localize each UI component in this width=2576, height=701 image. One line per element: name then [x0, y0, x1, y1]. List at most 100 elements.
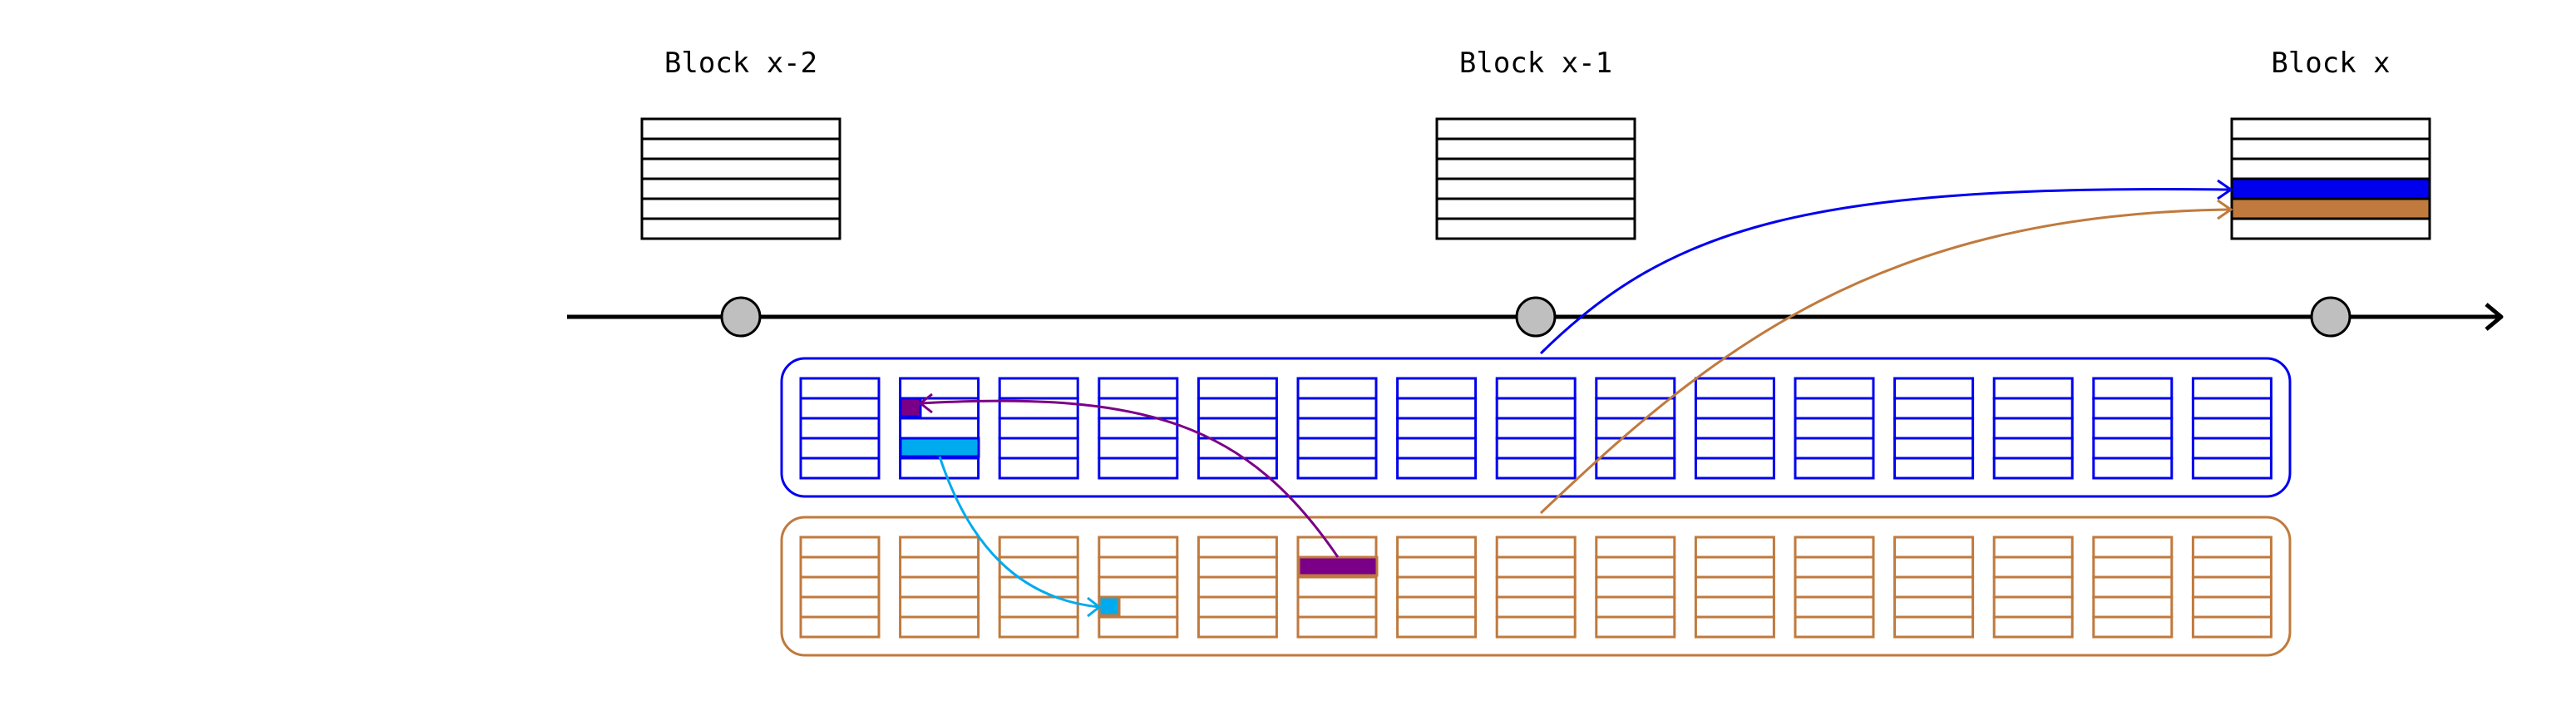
- block-row: [2230, 117, 2431, 141]
- column-row: [2092, 377, 2174, 400]
- column-row: [1098, 536, 1179, 559]
- column-row: [1595, 595, 1676, 619]
- column-row: [2191, 536, 2273, 559]
- brown-group-container: [780, 516, 2292, 657]
- column-row: [1992, 555, 2074, 579]
- column-row: [1396, 615, 1478, 639]
- block-row: [2230, 157, 2431, 180]
- column-row: [1197, 457, 1278, 480]
- column-row: [1992, 536, 2074, 559]
- column-row: [1296, 575, 1378, 599]
- column-row: [1595, 615, 1676, 639]
- column-row: [2092, 457, 2174, 480]
- column-row: [998, 615, 1079, 639]
- blue-arrow-head: [2217, 179, 2233, 200]
- column-row: [2191, 377, 2273, 400]
- block-x-2-table: [640, 117, 841, 240]
- column-row: [2191, 555, 2273, 579]
- column-row: [799, 417, 881, 440]
- column-row: [1992, 397, 2074, 420]
- column-row: [2191, 457, 2273, 480]
- column-row: [2191, 397, 2273, 420]
- group-column: [899, 377, 980, 480]
- block-row: [1435, 157, 1636, 180]
- brown-arrow-to-block-x: [1539, 208, 2229, 515]
- group-column: [2092, 536, 2174, 639]
- column-row: [1197, 536, 1278, 559]
- column-row: [1098, 575, 1179, 599]
- column-row: [799, 536, 881, 559]
- column-row: [899, 536, 980, 559]
- group-column: [1595, 377, 1676, 480]
- column-row: [1296, 377, 1378, 400]
- column-row: [1098, 437, 1179, 460]
- block-title-x-1: Block x-1: [1459, 47, 1612, 80]
- column-row: [1694, 377, 1775, 400]
- column-row: [1396, 377, 1478, 400]
- column-row: [1197, 575, 1278, 599]
- column-row: [998, 437, 1079, 460]
- column-row: [998, 457, 1079, 480]
- column-row: [1893, 536, 1975, 559]
- column-row: [2092, 437, 2174, 460]
- group-column: [799, 536, 881, 639]
- column-row: [1694, 417, 1775, 440]
- column-row: [1495, 536, 1577, 559]
- column-row: [899, 575, 980, 599]
- group-column: [1992, 377, 2074, 480]
- column-row: [1396, 536, 1478, 559]
- column-row: [1893, 437, 1975, 460]
- column-row: [799, 377, 881, 400]
- column-row: [1495, 575, 1577, 599]
- column-row: [1794, 457, 1875, 480]
- column-row: [1694, 615, 1775, 639]
- column-row: [998, 377, 1079, 400]
- column-row: [1495, 595, 1577, 619]
- column-row: [899, 595, 980, 619]
- group-column: [998, 377, 1079, 480]
- column-row: [1098, 555, 1179, 579]
- timeline-node-block-x-1: [1515, 296, 1557, 338]
- group-column: [1694, 377, 1775, 480]
- column-row: [1595, 555, 1676, 579]
- column-row: [1495, 457, 1577, 480]
- group-column: [899, 536, 980, 639]
- timeline-node-block-x: [2310, 296, 2351, 338]
- column-row: [1794, 615, 1875, 639]
- block-row: [1435, 197, 1636, 220]
- column-row: [899, 555, 980, 579]
- column-row: [1794, 417, 1875, 440]
- column-row: [1595, 575, 1676, 599]
- column-row: [1992, 437, 2074, 460]
- column-row: [998, 575, 1079, 599]
- block-title-x-2: Block x-2: [664, 47, 817, 80]
- brown-col6-purple-row: [1297, 555, 1379, 577]
- column-row: [1893, 377, 1975, 400]
- column-row: [1893, 615, 1975, 639]
- purple-arrow: [920, 399, 1340, 558]
- column-row: [1694, 595, 1775, 619]
- column-row: [2191, 595, 2273, 619]
- column-row: [1197, 595, 1278, 619]
- cyan-arrow-head: [1087, 596, 1102, 618]
- group-column: [1794, 377, 1875, 480]
- brown-arrow-head: [2217, 199, 2233, 220]
- block-x-1-table: [1435, 117, 1636, 240]
- column-row: [799, 615, 881, 639]
- group-column: [2191, 377, 2273, 480]
- column-row: [799, 575, 881, 599]
- column-row: [1694, 457, 1775, 480]
- column-row: [1495, 615, 1577, 639]
- column-row: [799, 457, 881, 480]
- column-row: [2092, 536, 2174, 559]
- group-column: [1197, 377, 1278, 480]
- column-row: [998, 417, 1079, 440]
- column-row: [1595, 377, 1676, 400]
- column-row: [1794, 575, 1875, 599]
- column-row: [2191, 437, 2273, 460]
- brown-col4-cyan-cell: [1098, 595, 1121, 617]
- column-row: [1794, 555, 1875, 579]
- blue-group-columns: [799, 377, 2273, 480]
- group-column: [1893, 377, 1975, 480]
